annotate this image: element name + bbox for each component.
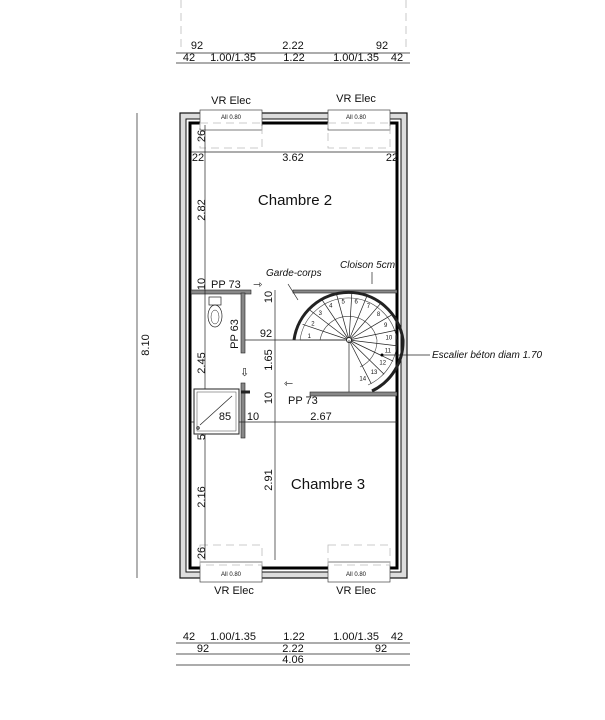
dim: 92 <box>376 40 388 52</box>
stair-tread <box>348 329 398 341</box>
top-dimensions: 92 2.22 92 42 1.00/1.35 1.22 1.00/1.35 4… <box>176 40 410 64</box>
stair-step-number: 12 <box>379 360 386 366</box>
door-label: PP 73 <box>288 395 318 407</box>
stair-step-number: 2 <box>311 322 315 328</box>
dim: 2.45 <box>196 352 208 373</box>
stair-tread <box>348 339 398 347</box>
stair-tread <box>348 339 385 375</box>
dim: 85 <box>219 411 231 423</box>
stair-tread <box>348 314 392 341</box>
door-arrow-icon: ⇾ <box>253 279 262 291</box>
dim: 92 <box>197 643 209 655</box>
dim: 42 <box>391 631 403 643</box>
room-label-chambre-2: Chambre 2 <box>258 192 332 209</box>
dim: 42 <box>183 52 195 64</box>
inner-dimensions: 26 2.82 10 2.45 5 2.16 26 10 1.65 10 2.9… <box>192 130 398 559</box>
stair-tread <box>348 339 372 384</box>
dim: 1.22 <box>283 631 304 643</box>
dim: 10 <box>263 392 275 404</box>
stair-tread <box>302 323 350 341</box>
stair-tread <box>321 299 350 341</box>
stair-step-number: 13 <box>371 370 378 376</box>
dim: 92 <box>260 328 272 340</box>
door-arrow-icon: ⇩ <box>240 367 249 379</box>
window-label: VR Elec <box>211 95 251 107</box>
dim: 2.22 <box>282 643 303 655</box>
stair-step-number: 8 <box>377 312 381 318</box>
stair-tread <box>335 292 350 341</box>
stair-step-number: 5 <box>342 299 346 305</box>
dim: 2.82 <box>196 199 208 220</box>
stair-tread <box>348 302 382 341</box>
stair-step-number: 14 <box>359 377 366 383</box>
shower-icon <box>193 388 240 435</box>
dim: 42 <box>183 631 195 643</box>
stair-tread <box>348 294 368 341</box>
dim: 1.00/1.35 <box>210 52 256 64</box>
dim: 2.22 <box>282 40 303 52</box>
dim: 1.65 <box>263 349 275 370</box>
window-label: VR Elec <box>336 93 376 105</box>
dim: 10 <box>263 291 275 303</box>
window-sill: All 0.80 <box>346 115 367 121</box>
dim: 4.06 <box>282 654 303 666</box>
overall-height: 8.10 <box>140 334 152 355</box>
dim: 10 <box>196 278 208 290</box>
stair-tread <box>309 309 350 341</box>
dim: 2.16 <box>196 486 208 507</box>
stair-tread <box>348 291 353 341</box>
dim: 22 <box>192 152 204 164</box>
window-label: VR Elec <box>214 585 254 597</box>
window-label: VR Elec <box>336 585 376 597</box>
dim: 26 <box>196 547 208 559</box>
dim: 1.22 <box>283 52 304 64</box>
dim: 3.62 <box>282 152 303 164</box>
dim: 2.67 <box>310 411 331 423</box>
stair-step-number: 1 <box>308 334 312 340</box>
dim: 1.00/1.35 <box>210 631 256 643</box>
stair-step-number: 3 <box>319 311 323 317</box>
stair-step-number: 6 <box>355 300 359 306</box>
dim: 42 <box>391 52 403 64</box>
stair-step-number: 7 <box>367 304 371 310</box>
door-label: PP 63 <box>229 319 241 349</box>
bottom-dimensions: 42 1.00/1.35 1.22 1.00/1.35 42 92 2.22 9… <box>176 631 410 666</box>
dim: 92 <box>375 643 387 655</box>
door-arrow-icon: ⇽ <box>284 378 293 390</box>
dim: 1.00/1.35 <box>333 52 379 64</box>
door-label: PP 73 <box>211 279 241 291</box>
dim: 92 <box>191 40 203 52</box>
stair-step-number: 11 <box>385 349 392 355</box>
stair-step-number: 9 <box>384 323 388 329</box>
stair-step-number: 4 <box>329 303 333 309</box>
stair-tread <box>348 339 394 362</box>
dim: 22 <box>386 152 398 164</box>
toilet-icon <box>207 296 223 328</box>
annotation-cloison: Cloison 5cm <box>340 260 395 271</box>
dim: 5 <box>196 434 208 440</box>
annotation-garde-corps: Garde-corps <box>266 268 322 279</box>
dim: 26 <box>196 130 208 142</box>
window-sill: All 0.80 <box>346 572 367 578</box>
dim: 10 <box>247 411 259 423</box>
annotation-escalier: Escalier béton diam 1.70 <box>432 350 543 361</box>
exterior-walls <box>179 109 408 583</box>
spiral-stair <box>292 290 430 393</box>
room-label-chambre-3: Chambre 3 <box>291 476 365 493</box>
dim: 1.00/1.35 <box>333 631 379 643</box>
dim: 2.91 <box>263 469 275 490</box>
window-sill: All 0.80 <box>221 572 242 578</box>
stair-step-number: 10 <box>386 336 393 342</box>
window-sill: All 0.80 <box>221 115 242 121</box>
